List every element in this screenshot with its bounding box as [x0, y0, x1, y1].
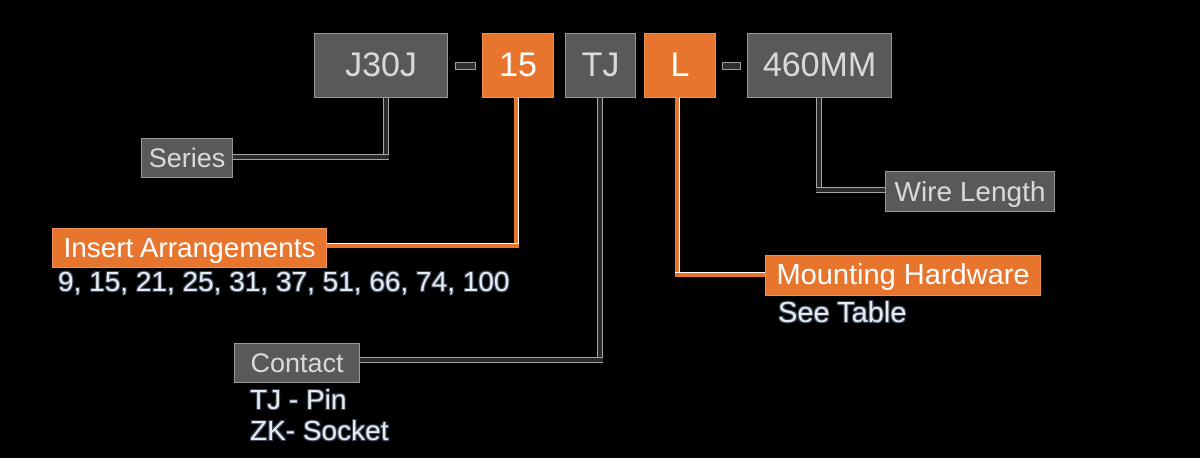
contact-option-socket: ZK- Socket — [250, 415, 389, 446]
series-connector-vertical — [383, 97, 389, 160]
insert-connector-vertical — [514, 97, 519, 248]
contact-connector-horizontal — [360, 357, 603, 363]
separator-dash: - — [455, 62, 476, 70]
callout-series-label: Series — [148, 142, 226, 173]
code-box-insert-arrangement: 15 — [482, 33, 554, 98]
mounting-connector-horizontal — [675, 272, 765, 277]
insert-connector-horizontal — [327, 243, 519, 248]
callout-wire-length: Wire Length — [885, 171, 1055, 212]
code-box-series-label: J30J — [345, 46, 417, 84]
code-box-insert-label: 15 — [499, 46, 537, 84]
contact-connector-vertical — [597, 97, 603, 363]
callout-mounting-hardware: Mounting Hardware — [765, 255, 1041, 296]
callout-insert-arrangements: Insert Arrangements — [52, 228, 327, 268]
code-box-contact-label: TJ — [581, 46, 620, 84]
contact-options: TJ - Pin ZK- Socket — [250, 384, 388, 446]
mounting-hardware-note: See Table — [778, 297, 907, 329]
callout-contact-label: Contact — [250, 347, 344, 378]
separator-dash: - — [722, 62, 741, 70]
code-box-series: J30J — [314, 33, 448, 98]
callout-mounting-label: Mounting Hardware — [776, 259, 1030, 291]
series-connector-horizontal — [233, 154, 389, 160]
code-box-mounting-hardware: L — [644, 33, 716, 98]
wire-connector-vertical — [816, 97, 822, 193]
insert-arrangements-values: 9, 15, 21, 25, 31, 37, 51, 66, 74, 100 — [58, 266, 510, 297]
code-box-mounting-label: L — [670, 46, 690, 84]
callout-contact: Contact — [234, 343, 360, 383]
callout-series: Series — [141, 138, 233, 178]
callout-insert-label: Insert Arrangements — [63, 232, 316, 263]
wire-connector-horizontal — [816, 187, 885, 193]
callout-wire-label: Wire Length — [894, 175, 1046, 207]
code-box-wire-label: 460MM — [762, 46, 877, 84]
code-box-contact: TJ — [565, 33, 636, 98]
code-box-wire-length: 460MM — [747, 33, 892, 98]
mounting-connector-vertical — [675, 97, 680, 277]
contact-option-pin: TJ - Pin — [250, 384, 347, 415]
